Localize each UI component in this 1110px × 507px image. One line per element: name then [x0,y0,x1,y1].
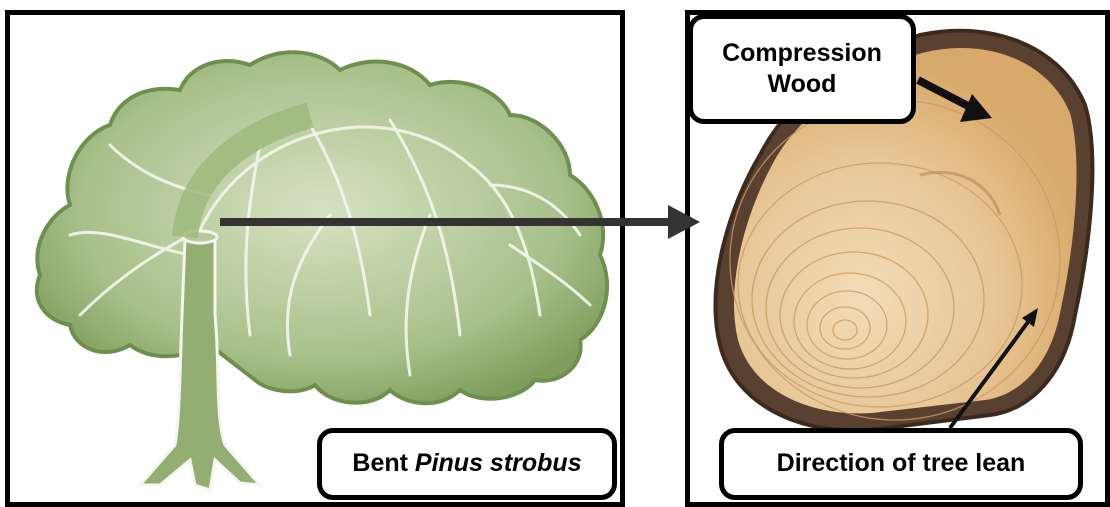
compression-line1: Compression [722,38,882,69]
compression-wood-label: Compression Wood [688,14,916,124]
compression-line2: Wood [722,69,882,100]
species-label: Bent Pinus strobus [317,428,617,500]
species-prefix: Bent [352,448,408,479]
link-arrow-icon [668,205,700,239]
species-name: Pinus strobus [415,448,582,479]
compression-arrow-line [918,80,972,108]
lean-direction-label: Direction of tree lean [719,428,1083,500]
lean-arrow-line [950,322,1028,428]
lean-text: Direction of tree lean [777,448,1026,479]
